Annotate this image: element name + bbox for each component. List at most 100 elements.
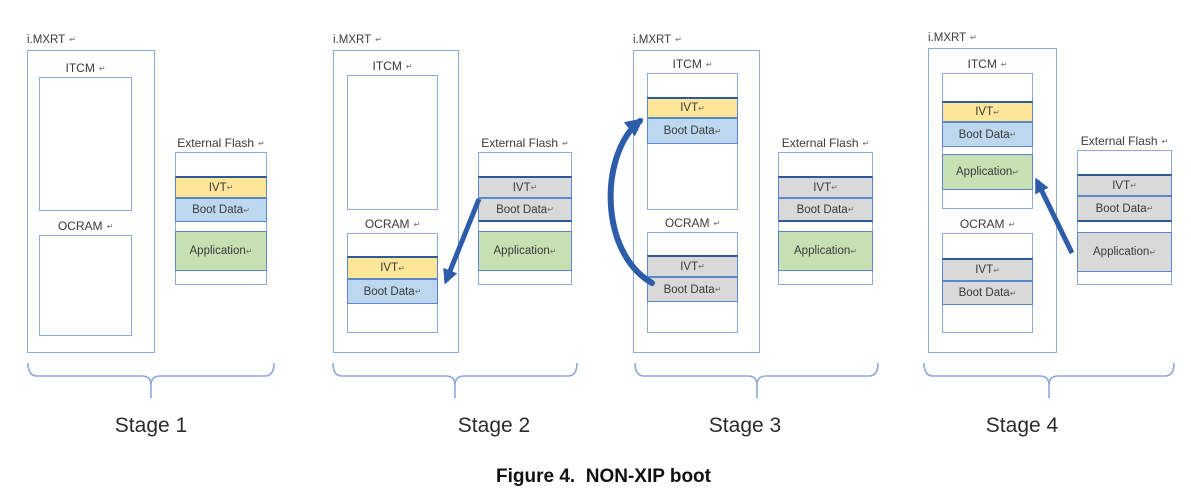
- block-text-label: IVT: [680, 102, 699, 114]
- chip-name-label: i.MXRT: [27, 34, 66, 46]
- block-text-label: IVT: [512, 181, 531, 194]
- paragraph-mark-icon: ↵: [698, 103, 705, 113]
- paragraph-mark-icon: ↵: [1008, 220, 1016, 229]
- block-text-label: IVT: [975, 264, 994, 276]
- block-text-label: Application: [1093, 246, 1150, 258]
- itcm-label: ITCM↵: [347, 59, 438, 74]
- paragraph-mark-icon: ↵: [98, 64, 106, 73]
- block-boot-data: Boot Data↵: [647, 277, 738, 302]
- block-ivt: IVT↵: [1077, 174, 1172, 196]
- block-text-label: IVT: [380, 262, 399, 274]
- block-ivt: IVT↵: [175, 176, 267, 198]
- ocram-name-label: OCRAM: [664, 216, 710, 230]
- block-text-label: Boot Data: [1095, 202, 1147, 215]
- paragraph-mark-icon: ↵: [106, 222, 114, 231]
- block-ivt: IVT↵: [942, 258, 1033, 281]
- block-boot-data: Boot Data↵: [1077, 196, 1172, 222]
- stage-brace: [332, 362, 578, 398]
- figure-caption: Figure 4. NON-XIP boot: [496, 466, 711, 487]
- flash-label: External Flash ↵: [478, 136, 572, 151]
- paragraph-mark-icon: ↵: [547, 205, 554, 214]
- stage-label: Stage 1: [114, 414, 188, 437]
- block-text-label: IVT: [208, 181, 227, 194]
- ocram-label: OCRAM↵: [942, 217, 1033, 232]
- paragraph-mark-icon: ↵: [1012, 167, 1019, 177]
- ocram-box: [39, 235, 132, 336]
- ocram-label: OCRAM↵: [647, 216, 738, 231]
- stage-brace: [923, 362, 1175, 398]
- block-text-label: Boot Data: [958, 128, 1010, 141]
- block-text-label: Boot Data: [958, 287, 1010, 299]
- stage-label: Stage 2: [457, 414, 531, 437]
- paragraph-mark-icon: ↵: [831, 183, 838, 192]
- block-ivt: IVT↵: [778, 176, 873, 198]
- ocram-label: OCRAM↵: [39, 219, 132, 234]
- chip-label: i.MXRT↵: [333, 34, 382, 46]
- block-application: Application↵: [942, 154, 1033, 190]
- itcm-label: ITCM↵: [942, 57, 1033, 72]
- chip-name-label: i.MXRT: [928, 32, 967, 44]
- block-ivt: IVT↵: [478, 176, 572, 198]
- chip-name-label: i.MXRT: [633, 34, 672, 46]
- itcm-name-label: ITCM: [967, 57, 997, 71]
- stage-brace: [634, 362, 879, 398]
- block-boot-data: Boot Data↵: [175, 198, 267, 222]
- block-boot-data: Boot Data↵: [778, 198, 873, 222]
- paragraph-mark-icon: ↵: [1149, 247, 1156, 257]
- flash-label: External Flash↵: [778, 136, 873, 151]
- paragraph-mark-icon: ↵: [862, 139, 870, 148]
- block-text-label: Application: [956, 166, 1013, 178]
- block-text-label: IVT: [975, 106, 994, 118]
- paragraph-mark-icon: ↵: [258, 139, 265, 148]
- flash-name-label: External Flash: [481, 136, 558, 150]
- itcm-name-label: ITCM: [65, 61, 95, 75]
- block-boot-data: Boot Data↵: [942, 281, 1033, 305]
- block-boot-data: Boot Data↵: [647, 118, 738, 144]
- itcm-label: ITCM↵: [39, 61, 132, 76]
- block-text-label: Application: [794, 245, 851, 257]
- paragraph-mark-icon: ↵: [405, 62, 413, 71]
- paragraph-mark-icon: ↵: [714, 285, 722, 294]
- block-text-label: Boot Data: [192, 204, 244, 216]
- chip-label: i.MXRT↵: [928, 32, 977, 44]
- block-application: Application↵: [778, 231, 873, 271]
- flash-label: External Flash ↵: [175, 136, 267, 151]
- paragraph-mark-icon: ↵: [714, 126, 722, 136]
- block-ivt: IVT↵: [942, 101, 1033, 122]
- paragraph-mark-icon: ↵: [413, 220, 421, 229]
- chip-label: i.MXRT↵: [27, 34, 76, 46]
- stage-label: Stage 3: [708, 414, 782, 437]
- paragraph-mark-icon: ↵: [847, 205, 855, 214]
- ocram-label: OCRAM↵: [347, 217, 438, 232]
- paragraph-mark-icon: ↵: [562, 139, 569, 148]
- block-text-label: Boot Data: [363, 285, 415, 298]
- paragraph-mark-icon: ↵: [375, 35, 382, 44]
- block-boot-data: Boot Data↵: [942, 122, 1033, 147]
- ocram-name-label: OCRAM: [364, 217, 410, 231]
- ocram-name-label: OCRAM: [57, 219, 103, 233]
- paragraph-mark-icon: ↵: [243, 205, 250, 215]
- block-application: Application↵: [478, 231, 572, 271]
- paragraph-mark-icon: ↵: [1009, 130, 1017, 139]
- paragraph-mark-icon: ↵: [1000, 60, 1008, 69]
- block-boot-data: Boot Data↵: [478, 198, 572, 222]
- flash-name-label: External Flash: [781, 136, 859, 150]
- block-text-label: IVT: [1112, 179, 1131, 192]
- paragraph-mark-icon: ↵: [245, 246, 253, 256]
- paragraph-mark-icon: ↵: [993, 107, 1000, 117]
- paragraph-mark-icon: ↵: [698, 262, 705, 271]
- paragraph-mark-icon: ↵: [1146, 204, 1154, 213]
- itcm-label: ITCM↵: [647, 57, 738, 72]
- block-text-label: Boot Data: [663, 283, 715, 296]
- paragraph-mark-icon: ↵: [970, 33, 977, 42]
- block-application: Application↵: [1077, 232, 1172, 272]
- chip-label: i.MXRT↵: [633, 34, 682, 46]
- itcm-name-label: ITCM: [372, 59, 402, 73]
- paragraph-mark-icon: ↵: [993, 265, 1000, 275]
- block-text-label: IVT: [680, 260, 699, 273]
- flash-name-label: External Flash: [177, 136, 254, 150]
- block-text-label: Application: [493, 245, 550, 257]
- block-boot-data: Boot Data↵: [347, 279, 438, 304]
- block-text-label: Application: [189, 245, 246, 257]
